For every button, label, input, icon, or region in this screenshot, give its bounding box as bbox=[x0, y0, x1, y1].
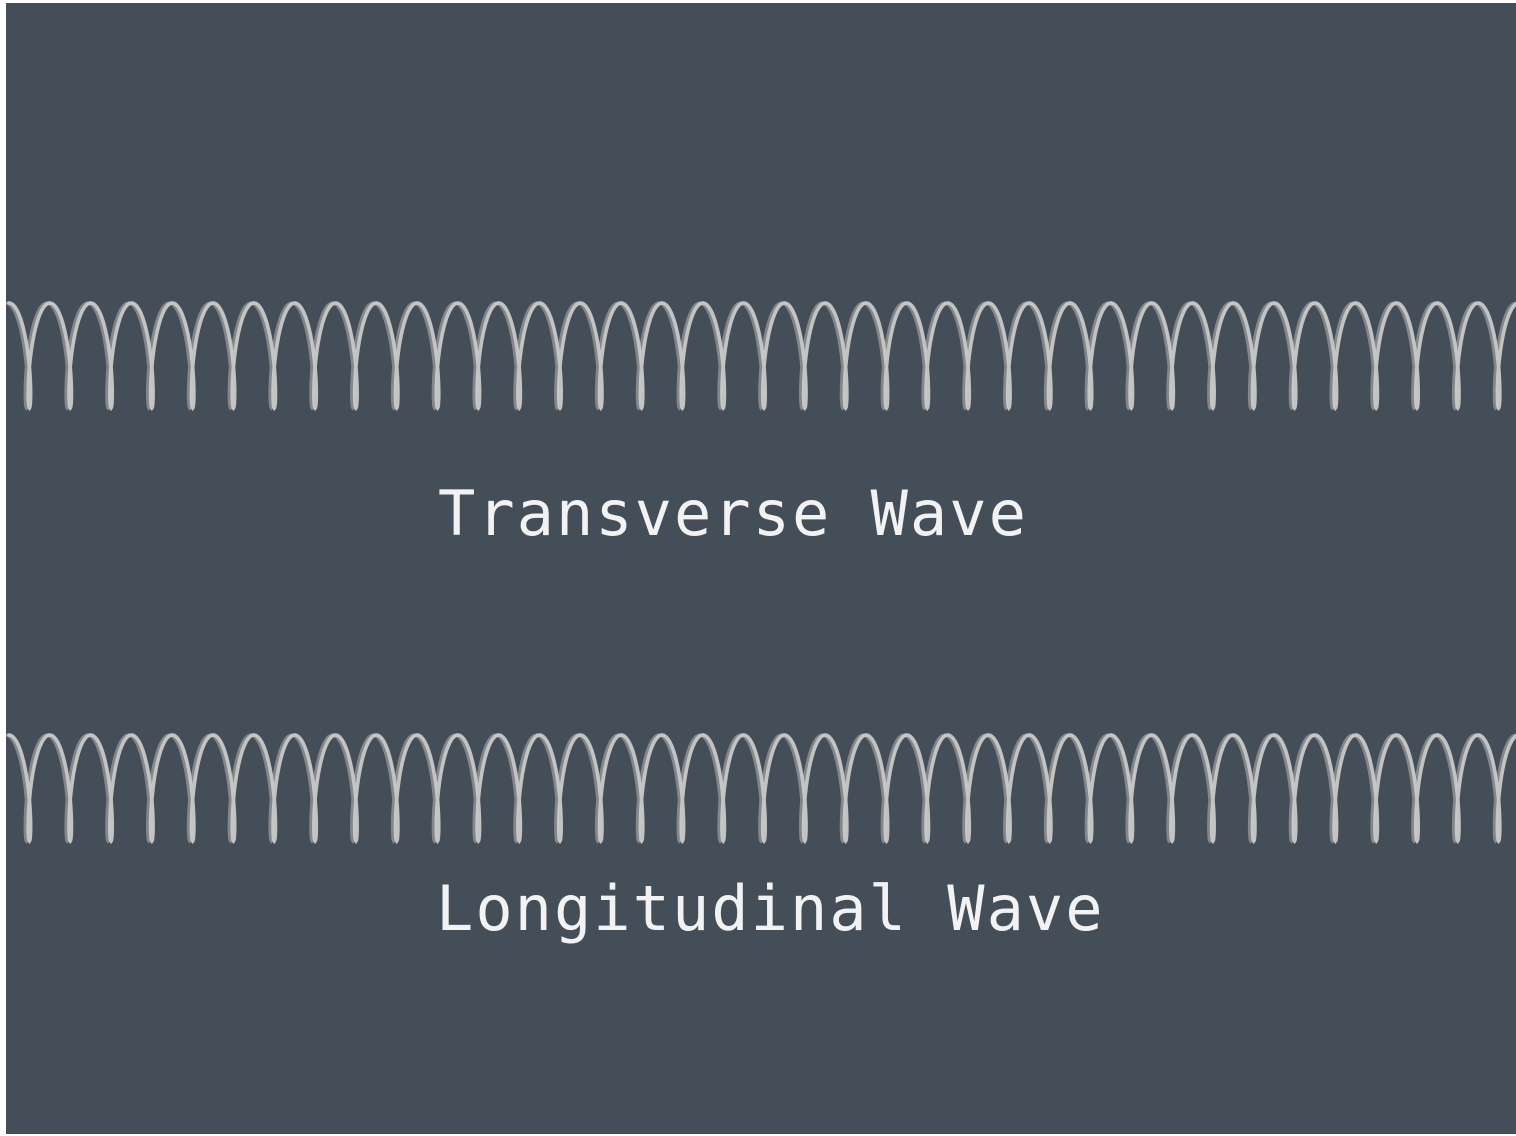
wave-diagram-svg: Transverse Wave Longitudinal Wave bbox=[6, 3, 1516, 1134]
diagram-background bbox=[6, 3, 1516, 1134]
coil-back-strand bbox=[6, 733, 1516, 844]
coil-front-strand bbox=[7, 733, 1516, 845]
longitudinal-spring-coil bbox=[6, 733, 1516, 845]
longitudinal-wave-label: Longitudinal Wave bbox=[436, 872, 1105, 945]
transverse-spring-coil bbox=[6, 301, 1516, 412]
wave-diagram-canvas: Transverse Wave Longitudinal Wave bbox=[6, 3, 1516, 1134]
coil-back-strand bbox=[6, 301, 1516, 411]
coil-front-strand bbox=[7, 301, 1516, 412]
transverse-wave-label: Transverse Wave bbox=[438, 477, 1028, 550]
